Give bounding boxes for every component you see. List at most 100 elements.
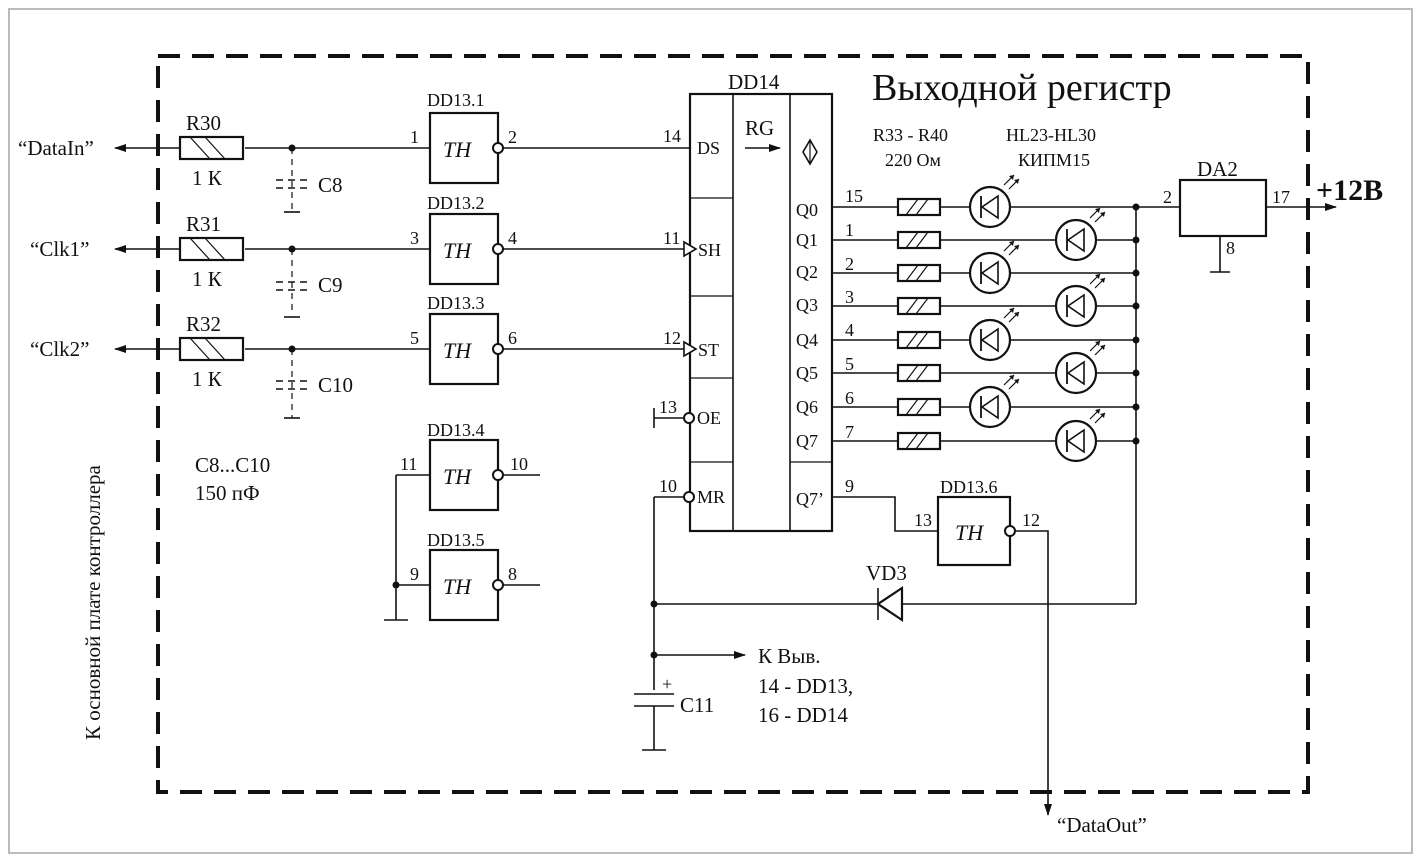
c11-note-1: К Выв. (758, 644, 821, 668)
reg-out-q7s: Q7’ (796, 489, 824, 509)
cap-c9: C9 (318, 273, 343, 297)
reg-pin-9: 9 (845, 476, 854, 496)
gate-dd13-2-label: TH (443, 238, 472, 263)
register-func: RG (745, 116, 774, 140)
gate-dd13-4-name: DD13.4 (427, 420, 485, 440)
gate-dd13-2-in: 3 (410, 228, 419, 248)
gate-dd13-6-label: TH (955, 520, 984, 545)
register-dd14: DD14 RG DS 14 SH 11 ST 12 OE 13 MR 10 (653, 70, 834, 533)
c11-note-2: 14 - DD13, (758, 674, 853, 698)
led-resistor-5 (896, 363, 942, 383)
capacitor-c11: + C11 (634, 674, 714, 751)
reg-out-q6: Q6 (796, 397, 818, 417)
gate-dd13-5-name: DD13.5 (427, 530, 485, 550)
resistor-r30 (178, 135, 245, 161)
resistor-r32-value: 1 К (192, 367, 223, 391)
gate-dd13-1-in: 1 (410, 127, 419, 147)
gate-dd13-5: DD13.5 TH 9 8 (396, 530, 540, 622)
gate-dd13-6-name: DD13.6 (940, 477, 998, 497)
diode-vd3: VD3 (654, 561, 1136, 623)
gate-dd13-4-label: TH (443, 464, 472, 489)
signal-datain: “DataIn” (18, 136, 94, 160)
reg-pin-13: 13 (659, 397, 677, 417)
gate-dd13-5-out: 8 (508, 564, 517, 584)
resistor-r31-value: 1 К (192, 267, 223, 291)
power-label: +12В (1316, 174, 1383, 207)
regulator-out-pin: 17 (1272, 187, 1290, 207)
gate-dd13-3-name: DD13.3 (427, 293, 485, 313)
led-channel-6 (832, 374, 1140, 429)
gate-dd13-1: DD13.1 TH 1 2 (410, 90, 690, 185)
led-resistor-2 (896, 263, 942, 283)
led-resistor-4 (896, 330, 942, 350)
led-resistor-0 (896, 197, 942, 217)
led-channel-7 (832, 408, 1140, 463)
resistor-r30-name: R30 (186, 111, 221, 135)
led-channel-3 (832, 273, 1140, 328)
input-channel-datain: R30 1 К “DataIn” C8 (18, 111, 430, 213)
c11-note-3: 16 - DD14 (758, 703, 848, 727)
gate-dd13-2-out: 4 (508, 228, 517, 248)
register-outputs: Q0 Q1 Q2 Q3 Q4 Q5 Q6 Q7 Q7’ 15 1 2 3 4 5… (796, 186, 863, 509)
reg-pin-11: 11 (663, 228, 680, 248)
gate-dd13-1-name: DD13.1 (427, 90, 485, 110)
gate-dd13-6-in: 13 (914, 510, 932, 530)
reg-pin-3: 3 (845, 287, 854, 307)
reg-in-ds: DS (697, 138, 720, 158)
reg-out-q2: Q2 (796, 262, 818, 282)
reg-in-oe: OE (697, 408, 721, 428)
led-resistor-7 (896, 431, 942, 451)
gate-dd13-4-in: 11 (400, 454, 417, 474)
led-resistor-6 (896, 397, 942, 417)
led-res-note-1: R33 - R40 (873, 125, 948, 145)
signal-clk2: “Clk2” (30, 337, 89, 361)
reg-out-q5: Q5 (796, 363, 818, 383)
register-name: DD14 (728, 70, 780, 94)
cap-note-1: C8...C10 (195, 453, 270, 477)
reg-pin-10: 10 (659, 476, 677, 496)
gate-dd13-2-name: DD13.2 (427, 193, 485, 213)
diode-label: VD3 (866, 561, 907, 585)
led-channel-2 (832, 240, 1140, 295)
reg-out-q0: Q0 (796, 200, 818, 220)
outer-frame (8, 8, 1413, 854)
led-6 (968, 385, 1012, 429)
led-3 (1054, 284, 1098, 328)
reg-out-q3: Q3 (796, 295, 818, 315)
reg-in-sh: SH (698, 240, 721, 260)
gate-dd13-3-in: 5 (410, 328, 419, 348)
gate-dd13-3: DD13.3 TH 5 6 (410, 293, 684, 386)
gate-dd13-6: DD13.6 TH 13 12 (914, 477, 1040, 567)
gate-dd13-6-out: 12 (1022, 510, 1040, 530)
led-1 (1054, 218, 1098, 262)
reg-out-q7: Q7 (796, 431, 818, 451)
led-channel-0 (832, 174, 1140, 229)
led-note-2: КИПМ15 (1018, 150, 1090, 170)
c11-label: C11 (680, 693, 714, 717)
led-resistor-1 (896, 230, 942, 250)
led-5 (1054, 351, 1098, 395)
resistor-r30-value: 1 К (192, 166, 223, 190)
regulator-da2: DA2 2 17 8 +12В (1136, 157, 1383, 273)
led-resistor-3 (896, 296, 942, 316)
gate-dd13-5-in: 9 (410, 564, 419, 584)
signal-dataout: “DataOut” (1057, 813, 1147, 837)
cap-c10: C10 (318, 373, 353, 397)
input-channel-clk1: R31 1 К “Clk1” C9 (30, 212, 430, 318)
led-channel-5 (832, 340, 1140, 395)
resistor-r31-name: R31 (186, 212, 221, 236)
led-channel-1 (832, 207, 1140, 262)
reg-pin-7: 7 (845, 422, 854, 442)
input-channel-clk2: R32 1 К “Clk2” C10 (30, 312, 430, 419)
led-2 (968, 251, 1012, 295)
reg-in-st: ST (698, 340, 719, 360)
reg-pin-4: 4 (845, 320, 854, 340)
led-note-1: HL23-HL30 (1006, 125, 1096, 145)
reg-pin-1: 1 (845, 220, 854, 240)
regulator-gnd-pin: 8 (1226, 238, 1235, 258)
module-boundary (156, 54, 1310, 794)
regulator-name: DA2 (1197, 157, 1238, 181)
module-title: Выходной регистр (872, 67, 1172, 109)
cap-note-2: 150 пФ (195, 481, 260, 505)
